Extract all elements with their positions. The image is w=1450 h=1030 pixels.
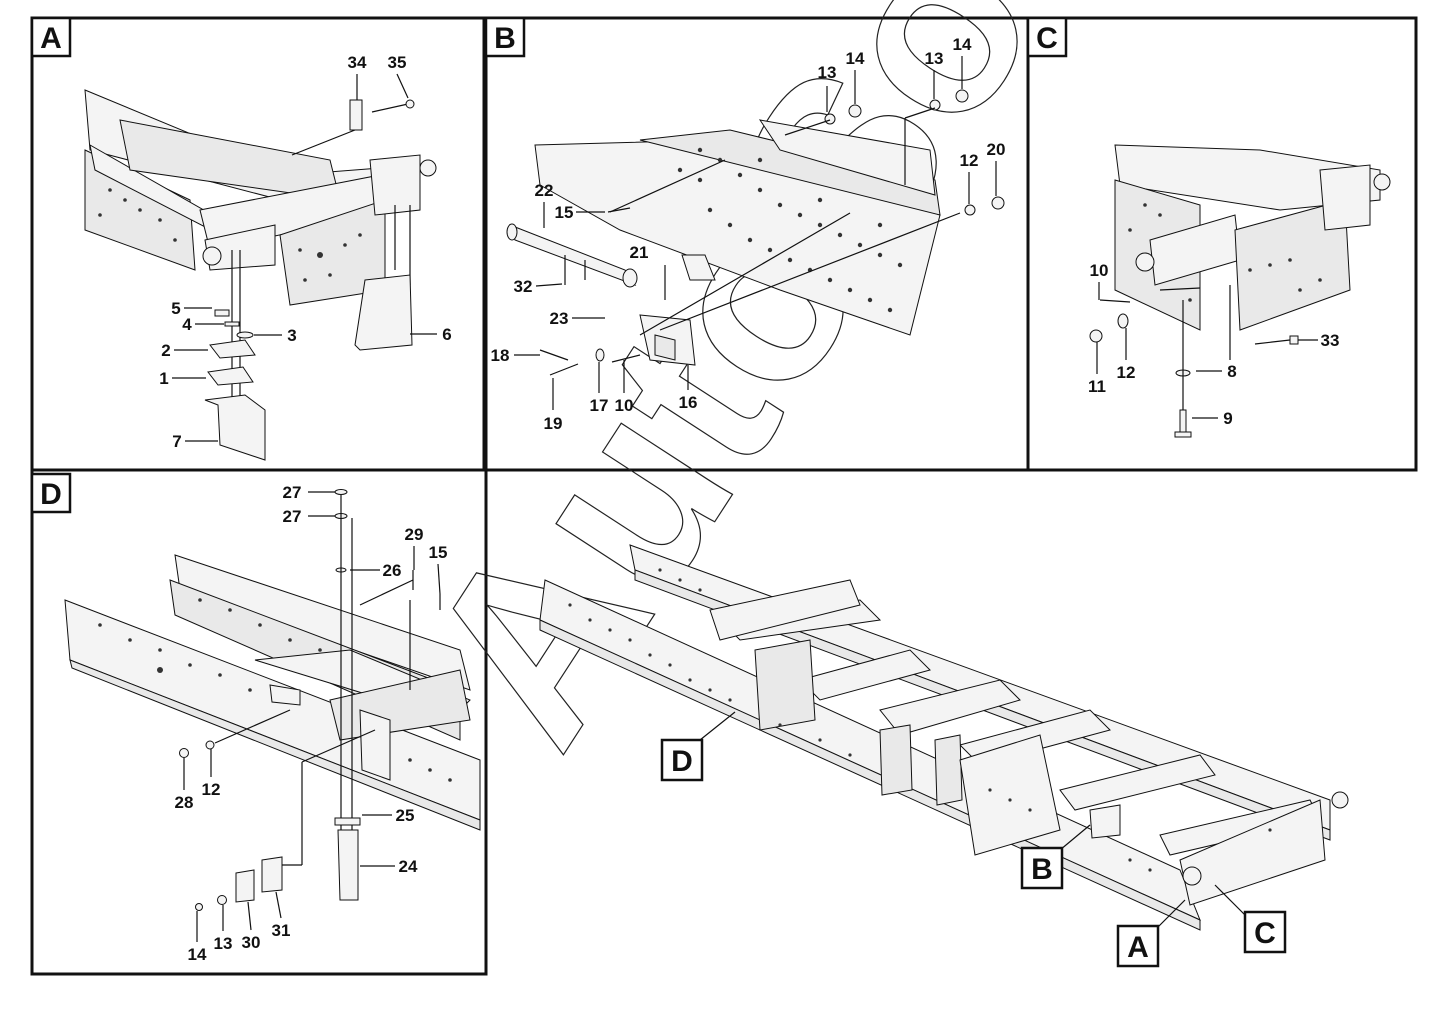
svg-text:22: 22 xyxy=(535,181,554,200)
svg-text:14: 14 xyxy=(188,945,207,964)
svg-text:18: 18 xyxy=(491,346,510,365)
panel-a-callouts: 34 35 5 4 3 2 1 6 7 xyxy=(159,53,451,451)
svg-text:9: 9 xyxy=(1223,409,1232,428)
overview-label-c: C xyxy=(1243,910,1287,954)
svg-text:12: 12 xyxy=(960,151,979,170)
svg-text:14: 14 xyxy=(846,49,865,68)
svg-text:12: 12 xyxy=(202,780,221,799)
svg-text:15: 15 xyxy=(555,203,574,222)
svg-text:8: 8 xyxy=(1227,362,1236,381)
svg-text:10: 10 xyxy=(615,396,634,415)
svg-text:27: 27 xyxy=(283,507,302,526)
panel-c-label: C xyxy=(1026,16,1068,58)
panel-c-callouts: 10 11 12 8 33 9 xyxy=(1088,261,1339,428)
svg-text:15: 15 xyxy=(429,543,448,562)
svg-text:B: B xyxy=(1031,853,1053,886)
svg-text:1: 1 xyxy=(159,369,168,388)
overview-label-b: B xyxy=(1020,846,1064,890)
svg-text:17: 17 xyxy=(590,396,609,415)
svg-text:30: 30 xyxy=(242,933,261,952)
svg-text:C: C xyxy=(1254,917,1276,950)
svg-text:27: 27 xyxy=(283,483,302,502)
panel-d-illustration xyxy=(64,489,481,911)
panel-c-illustration xyxy=(1089,144,1391,438)
svg-text:C: C xyxy=(1036,22,1058,55)
svg-text:D: D xyxy=(671,745,693,778)
overview-label-d: D xyxy=(660,738,704,782)
overview-chassis xyxy=(539,544,1349,931)
panel-b-label: B xyxy=(484,16,526,58)
svg-text:25: 25 xyxy=(396,806,415,825)
panel-d-frame xyxy=(30,468,488,976)
svg-text:4: 4 xyxy=(182,315,192,334)
svg-text:20: 20 xyxy=(987,140,1006,159)
svg-text:29: 29 xyxy=(405,525,424,544)
svg-text:14: 14 xyxy=(953,35,972,54)
svg-text:D: D xyxy=(40,478,62,511)
svg-text:10: 10 xyxy=(1090,261,1109,280)
svg-text:A: A xyxy=(1127,931,1149,964)
svg-text:23: 23 xyxy=(550,309,569,328)
svg-text:35: 35 xyxy=(388,53,407,72)
svg-text:31: 31 xyxy=(272,921,291,940)
panel-b-callouts: 13 14 13 14 22 15 12 20 21 32 23 18 19 1… xyxy=(491,35,1006,433)
panel-c-frame xyxy=(1026,16,1418,472)
svg-text:19: 19 xyxy=(544,414,563,433)
svg-text:32: 32 xyxy=(514,277,533,296)
svg-text:21: 21 xyxy=(630,243,649,262)
svg-text:A: A xyxy=(40,22,62,55)
svg-text:3: 3 xyxy=(287,326,296,345)
panel-d-callouts: 27 27 26 29 15 28 12 25 24 14 13 30 31 xyxy=(175,483,448,964)
svg-text:13: 13 xyxy=(925,49,944,68)
svg-text:12: 12 xyxy=(1117,363,1136,382)
svg-text:24: 24 xyxy=(399,857,418,876)
svg-text:13: 13 xyxy=(214,934,233,953)
panel-d-label: D xyxy=(30,472,72,514)
svg-text:16: 16 xyxy=(679,393,698,412)
svg-text:5: 5 xyxy=(171,299,180,318)
svg-text:11: 11 xyxy=(1088,377,1106,396)
overview-label-a: A xyxy=(1116,924,1160,968)
svg-text:7: 7 xyxy=(172,432,181,451)
panel-a-illustration xyxy=(84,89,437,461)
svg-text:6: 6 xyxy=(442,325,451,344)
svg-text:34: 34 xyxy=(348,53,367,72)
svg-text:2: 2 xyxy=(161,341,170,360)
svg-text:33: 33 xyxy=(1321,331,1340,350)
panel-a-label: A xyxy=(30,16,72,58)
panel-b-illustration xyxy=(506,89,1005,376)
svg-text:28: 28 xyxy=(175,793,194,812)
svg-text:B: B xyxy=(494,22,516,55)
svg-text:13: 13 xyxy=(818,63,837,82)
svg-text:26: 26 xyxy=(383,561,402,580)
